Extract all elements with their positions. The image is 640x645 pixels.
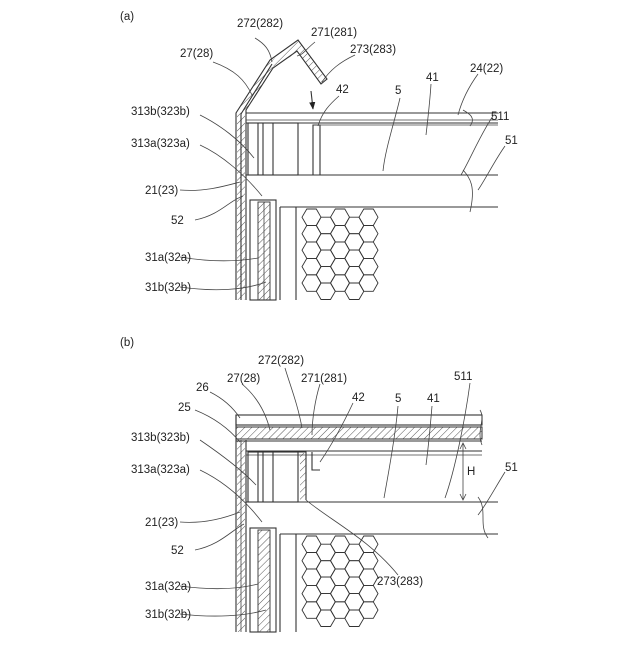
- honeycomb-cell: [359, 226, 378, 242]
- lid-26: [236, 415, 482, 425]
- label-313b: 313b(323b): [131, 106, 190, 118]
- leader-31b: [180, 282, 266, 290]
- spacer-b-hatch: [300, 453, 306, 500]
- label-b-271: 271(281): [301, 373, 347, 385]
- leader-41: [426, 84, 431, 135]
- label-42: 42: [336, 84, 349, 96]
- leader-51: [478, 146, 505, 190]
- leader-b-52: [195, 524, 244, 550]
- leader-313a: [200, 145, 262, 196]
- label-b-25: 25: [178, 402, 191, 414]
- leader-272: [255, 38, 272, 62]
- leader-42: [318, 96, 339, 126]
- honeycomb-b: [302, 536, 378, 627]
- leader-b-21: [180, 512, 240, 522]
- leader-b-51: [478, 472, 505, 515]
- label-31a: 31a(32a): [145, 252, 191, 264]
- label-b-21: 21(23): [145, 517, 178, 529]
- break-top: [463, 110, 472, 126]
- leader-21: [180, 182, 240, 190]
- label-511: 511: [491, 111, 509, 123]
- honeycomb-cell: [359, 569, 378, 586]
- label-31b: 31b(32b): [145, 282, 191, 294]
- label-271: 271(281): [311, 27, 357, 39]
- honeycomb-cell: [359, 275, 378, 292]
- label-b-31b: 31b(32b): [145, 609, 191, 621]
- honeycomb-cell: [359, 242, 378, 259]
- label-24: 24(22): [470, 63, 503, 75]
- leader-24: [458, 74, 478, 115]
- fold-arrow: [311, 91, 313, 109]
- label-b-26: 26: [196, 382, 209, 394]
- label-b-52: 52: [171, 545, 184, 557]
- label-b-5: 5: [395, 393, 401, 405]
- label-272: 272(282): [237, 18, 283, 30]
- label-b-313a: 313a(323a): [131, 464, 190, 476]
- leader-27: [213, 62, 252, 95]
- leader-5: [383, 98, 400, 171]
- label-b-42: 42: [352, 392, 365, 404]
- label-b-H: H: [467, 466, 475, 478]
- label-b-31a: 31a(32a): [145, 581, 191, 593]
- leader-b-272: [285, 368, 302, 428]
- panel-b: (b): [120, 337, 518, 632]
- electrode-hatch-b: [258, 530, 270, 632]
- honeycomb-cell: [359, 602, 378, 619]
- label-273: 273(283): [350, 44, 396, 56]
- hinge-hatch: [237, 61, 273, 112]
- honeycomb-cell: [359, 585, 378, 601]
- panel-b-caption: (b): [120, 337, 134, 349]
- panel-a-caption: (a): [120, 11, 134, 23]
- leader-b-31b: [180, 610, 266, 616]
- label-b-272: 272(282): [258, 355, 304, 367]
- panel-a: (a): [120, 11, 518, 300]
- label-27: 27(28): [180, 48, 213, 60]
- label-51: 51: [505, 135, 518, 147]
- label-b-273: 273(283): [377, 576, 423, 588]
- label-52: 52: [171, 215, 184, 227]
- leader-b-313a: [200, 470, 262, 522]
- label-b-51: 51: [505, 462, 518, 474]
- leader-b-26: [210, 392, 240, 418]
- leader-b-5: [384, 406, 398, 498]
- label-b-313b: 313b(323b): [131, 432, 190, 444]
- label-41: 41: [426, 72, 439, 84]
- honeycomb-cell: [359, 553, 378, 569]
- label-21: 21(23): [145, 185, 178, 197]
- honeycomb-cell: [359, 258, 378, 274]
- honeycomb-a: [302, 209, 378, 300]
- honeycomb-cell: [359, 536, 378, 553]
- label-b-27: 27(28): [227, 373, 260, 385]
- label-5: 5: [395, 85, 401, 97]
- spacer-42: [313, 125, 320, 175]
- leader-b-273: [306, 500, 398, 575]
- leader-b-25: [195, 410, 240, 442]
- lid-27-hatched: [236, 427, 482, 439]
- label-313a: 313a(323a): [131, 138, 190, 150]
- leader-273: [322, 55, 355, 82]
- leader-b-27: [242, 384, 270, 430]
- honeycomb-cell: [359, 209, 378, 226]
- label-b-511: 511: [454, 371, 472, 383]
- label-b-41: 41: [427, 393, 440, 405]
- break-channel: [463, 170, 472, 212]
- lid-flap-hatch: [271, 41, 326, 83]
